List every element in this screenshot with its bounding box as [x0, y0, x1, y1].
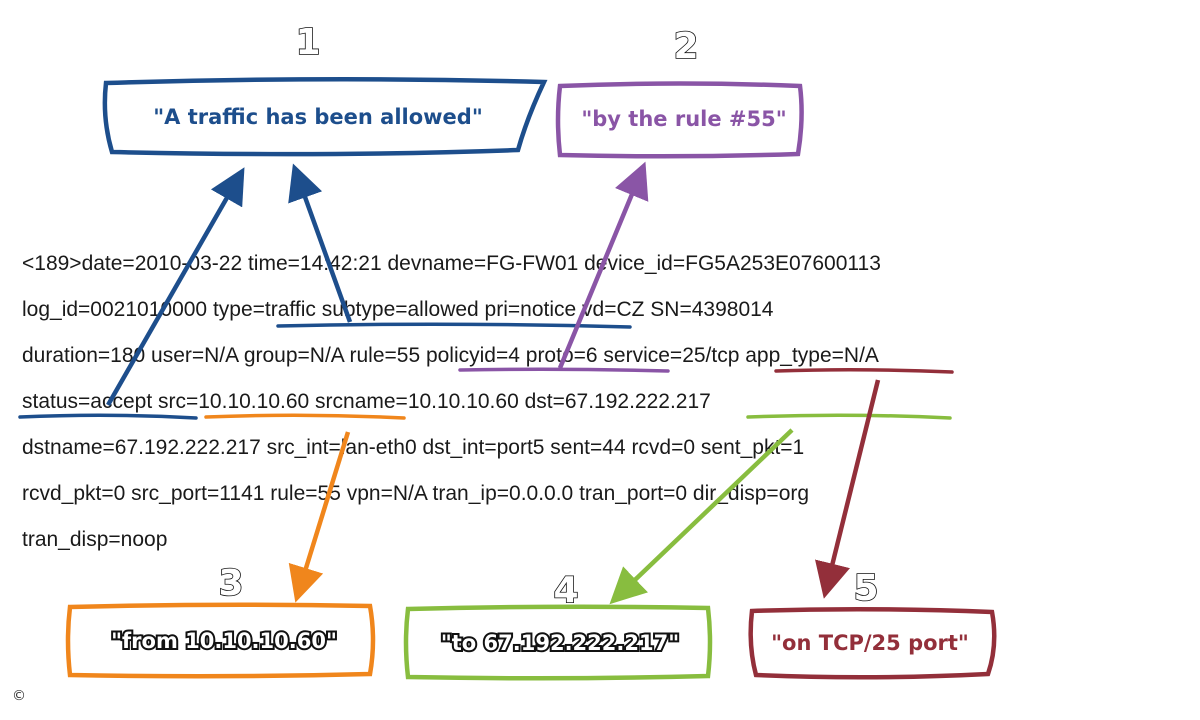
- arrow-type-to-1: [288, 163, 353, 323]
- callout-arrows: [106, 161, 881, 605]
- underline-dst: [746, 413, 952, 420]
- log-text-block: <189>date=2010-03-22 time=14:42:21 devna…: [22, 252, 881, 551]
- field-underlines: [18, 322, 954, 420]
- log-line-5: dstname=67.192.222.217 src_int=lan-eth0 …: [22, 436, 804, 459]
- log-line-6: rcvd_pkt=0 src_port=1141 rule=55 vpn=N/A…: [22, 482, 809, 505]
- callout-3: 3 "from 10.10.10.60": [65, 562, 376, 679]
- callout-1: 1 "A traffic has been allowed": [102, 21, 548, 157]
- log-line-4: status=accept src=10.10.10.60 srcname=10…: [22, 390, 711, 413]
- callout-2-box: [555, 81, 804, 159]
- arrow-service-to-5: [815, 379, 881, 599]
- arrow-status-to-1: [106, 167, 245, 407]
- callout-3-caption: "from 10.10.10.60": [111, 629, 337, 653]
- callout-1-number: 1: [295, 22, 320, 63]
- callout-5: 5 "on TCP/25 port": [748, 567, 997, 680]
- callout-3-box: [65, 602, 376, 679]
- underline-status: [18, 413, 198, 420]
- log-line-2: log_id=0021010000 type=traffic subtype=a…: [22, 298, 774, 321]
- log-line-7: tran_disp=noop: [22, 528, 167, 551]
- underline-type-subtype: [276, 322, 632, 329]
- arrow-rule-to-2: [557, 161, 649, 369]
- callout-3-number: 3: [218, 563, 243, 604]
- callout-1-box: [102, 76, 548, 157]
- underline-rule: [458, 367, 670, 373]
- copyright-mark: ©: [12, 688, 26, 704]
- callout-1-caption: "A traffic has been allowed": [153, 105, 483, 129]
- callout-2-number: 2: [673, 26, 698, 67]
- callout-4-caption: "to 67.192.222.217": [441, 631, 679, 655]
- callout-5-number: 5: [853, 568, 878, 609]
- underline-src: [204, 413, 406, 420]
- callout-4: 4 "to 67.192.222.217": [403, 569, 713, 681]
- callout-4-box: [403, 604, 713, 681]
- arrow-dst-to-4: [609, 428, 794, 605]
- underline-service: [774, 367, 954, 374]
- callout-2: 2 "by the rule #55": [555, 25, 804, 159]
- log-line-3: duration=180 user=N/A group=N/A rule=55 …: [22, 344, 879, 367]
- callout-5-box: [748, 606, 997, 680]
- callout-5-caption: "on TCP/25 port": [771, 631, 969, 655]
- callout-2-caption: "by the rule #55": [581, 107, 786, 131]
- arrow-src-to-3: [288, 431, 351, 603]
- log-line-1: <189>date=2010-03-22 time=14:42:21 devna…: [22, 252, 881, 275]
- callout-4-number: 4: [553, 570, 578, 611]
